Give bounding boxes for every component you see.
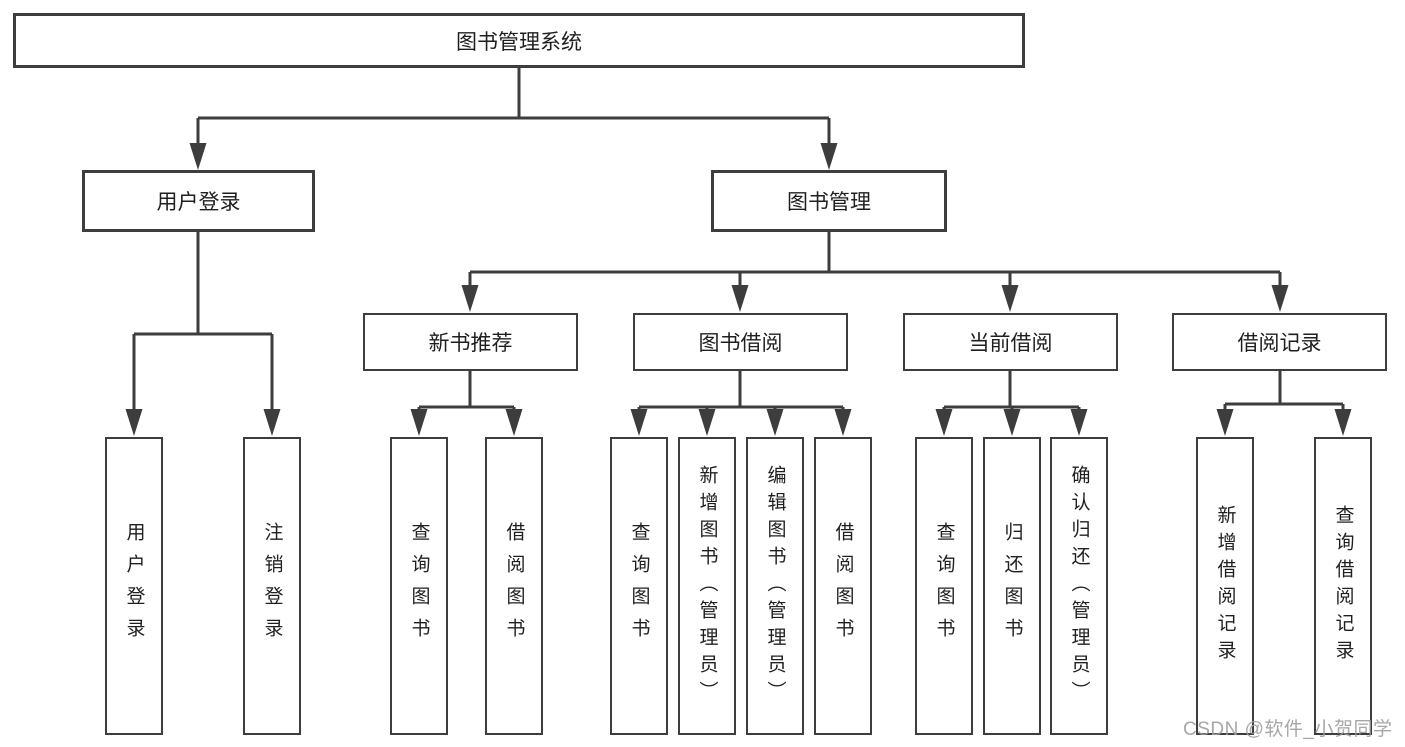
leaf-nbr-query-books-label: 查询图书 bbox=[408, 522, 430, 650]
leaf-bb-borrow-books: 借阅图书 bbox=[814, 437, 872, 735]
leaf-cb-query-books-label: 查询图书 bbox=[933, 522, 955, 650]
leaf-cb-return-books: 归还图书 bbox=[983, 437, 1041, 735]
node-user-login-label: 用户登录 bbox=[156, 191, 241, 214]
leaf-bb-add-books-admin-label: 新增图书（管理员） bbox=[696, 464, 718, 708]
leaf-cb-query-books: 查询图书 bbox=[915, 437, 973, 735]
leaf-br-query-record-label: 查询借阅记录 bbox=[1332, 505, 1354, 667]
leaf-bb-borrow-books-label: 借阅图书 bbox=[832, 522, 854, 650]
node-book-management-label: 图书管理 bbox=[787, 191, 871, 214]
leaf-cb-return-books-label: 归还图书 bbox=[1001, 522, 1023, 650]
node-new-book-recommend-label: 新书推荐 bbox=[428, 332, 513, 355]
leaf-user-login-label: 用户登录 bbox=[123, 522, 145, 650]
leaf-br-add-record: 新增借阅记录 bbox=[1196, 437, 1254, 735]
leaf-nbr-borrow-books: 借阅图书 bbox=[485, 437, 543, 735]
leaf-user-login: 用户登录 bbox=[105, 437, 163, 735]
node-new-book-recommend: 新书推荐 bbox=[363, 313, 578, 371]
leaf-br-add-record-label: 新增借阅记录 bbox=[1214, 505, 1236, 667]
arrowheads bbox=[125, 143, 1352, 436]
leaf-nbr-borrow-books-label: 借阅图书 bbox=[503, 522, 525, 650]
leaf-nbr-query-books: 查询图书 bbox=[390, 437, 448, 735]
leaf-cb-confirm-return-admin-label: 确认归还（管理员） bbox=[1068, 464, 1090, 708]
node-borrowing-records: 借阅记录 bbox=[1172, 313, 1387, 371]
leaf-bb-edit-books-admin-label: 编辑图书（管理员） bbox=[764, 464, 786, 708]
node-user-login: 用户登录 bbox=[82, 170, 315, 232]
node-book-borrowing-label: 图书借阅 bbox=[698, 332, 783, 355]
node-root-label: 图书管理系统 bbox=[456, 30, 582, 54]
leaf-bb-query-books: 查询图书 bbox=[610, 437, 668, 735]
leaf-cb-confirm-return-admin: 确认归还（管理员） bbox=[1050, 437, 1108, 735]
leaf-bb-add-books-admin: 新增图书（管理员） bbox=[678, 437, 736, 735]
leaf-bb-query-books-label: 查询图书 bbox=[628, 522, 650, 650]
leaf-bb-edit-books-admin: 编辑图书（管理员） bbox=[746, 437, 804, 735]
csdn-watermark: CSDN @软件_小贺同学 bbox=[1183, 719, 1393, 740]
leaf-logout: 注销登录 bbox=[243, 437, 301, 735]
node-borrowing-records-label: 借阅记录 bbox=[1237, 332, 1322, 355]
leaf-logout-label: 注销登录 bbox=[261, 522, 283, 650]
node-current-borrowing-label: 当前借阅 bbox=[968, 332, 1053, 355]
node-book-management: 图书管理 bbox=[711, 170, 947, 232]
node-book-borrowing: 图书借阅 bbox=[633, 313, 848, 371]
leaf-br-query-record: 查询借阅记录 bbox=[1314, 437, 1372, 735]
node-root-system: 图书管理系统 bbox=[13, 13, 1025, 68]
node-current-borrowing: 当前借阅 bbox=[903, 313, 1118, 371]
